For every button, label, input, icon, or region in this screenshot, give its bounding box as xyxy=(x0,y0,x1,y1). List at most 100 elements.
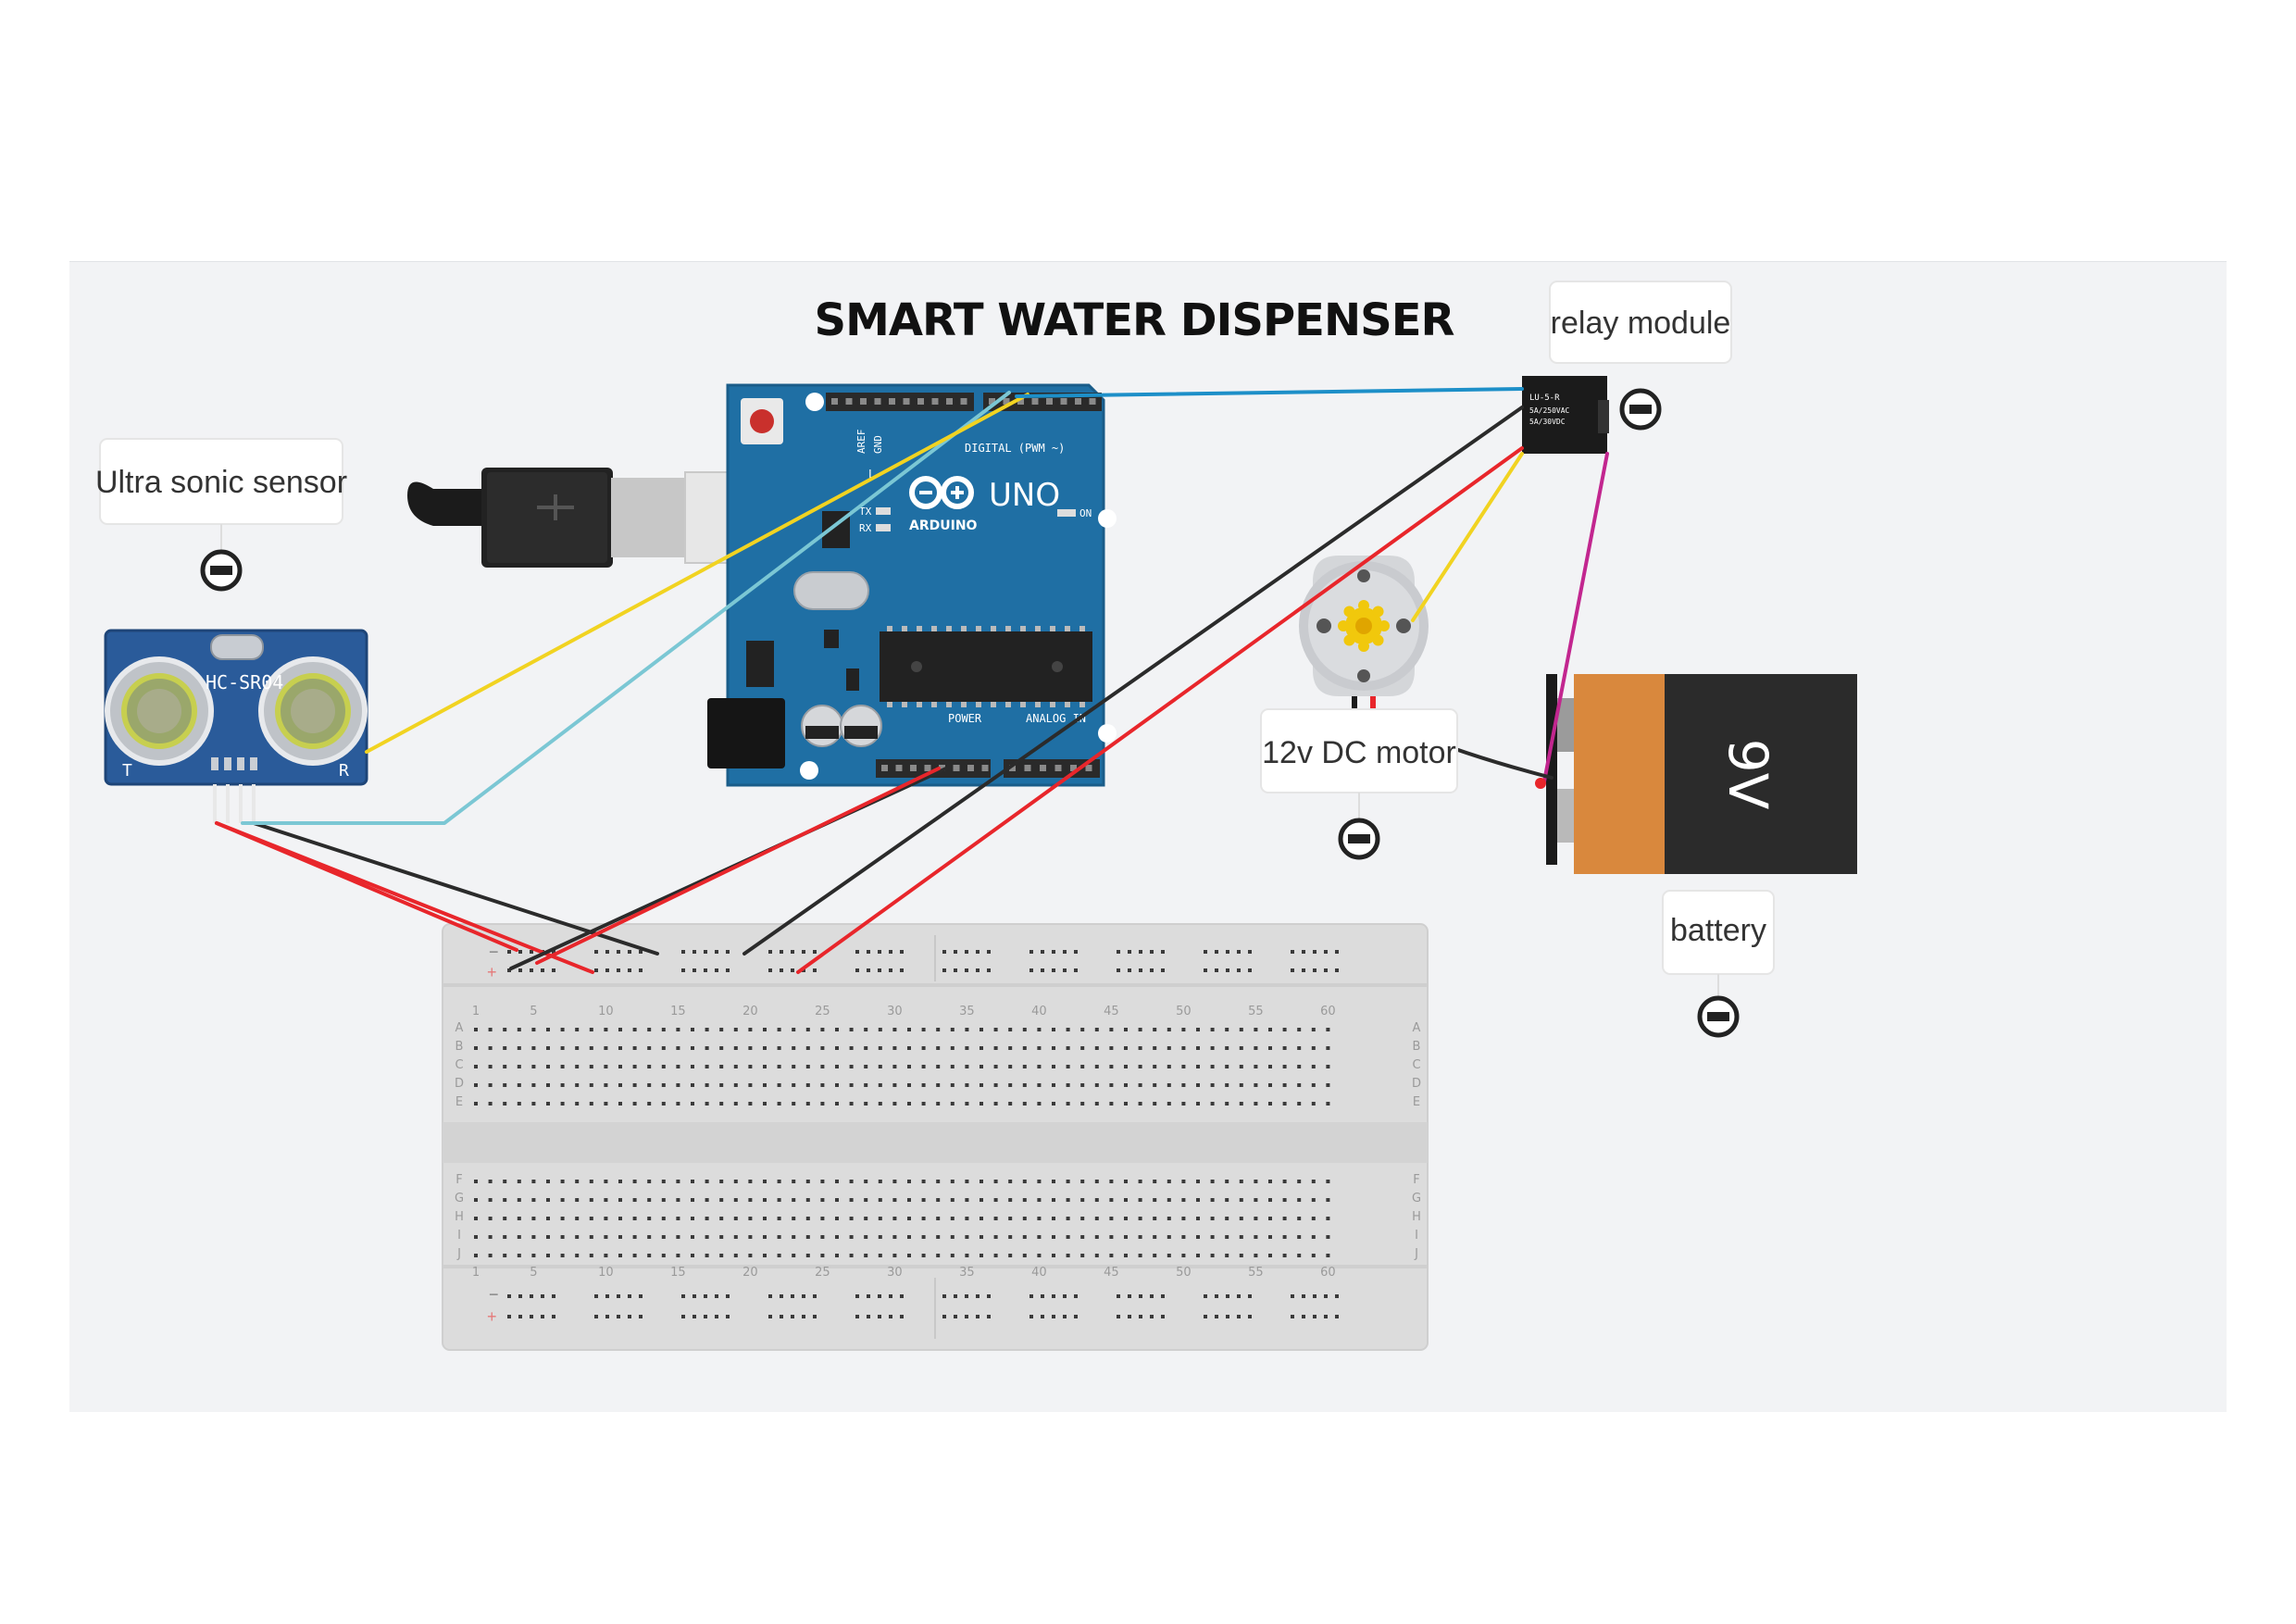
remove-battery-icon[interactable] xyxy=(1697,995,1740,1038)
aref-label: AREF xyxy=(855,430,867,455)
wire-relay-battery-magenta xyxy=(1542,452,1609,783)
rail-minus-label-bottom: − xyxy=(489,1285,499,1304)
rail-minus-label: − xyxy=(489,943,499,961)
bb-row-letter: I xyxy=(1415,1229,1418,1243)
arduino-brand-label: ARDUINO xyxy=(909,518,978,533)
relay-module[interactable]: LU-5-R 5A/250VAC 5A/30VDC xyxy=(1522,376,1609,454)
bb-col-number: 1 xyxy=(472,1266,480,1280)
callout-motor[interactable]: 12v DC motor xyxy=(1260,708,1458,860)
arduino-uno[interactable]: DIGITAL (PWM ~) AREF GND UNO ARDUINO L T… xyxy=(707,383,1117,787)
callout-ultrasonic[interactable]: Ultra sonic sensor xyxy=(95,438,347,592)
bb-row-letter: J xyxy=(1414,1247,1418,1261)
rail-plus-label-bottom: + xyxy=(487,1307,497,1326)
bb-row-letter: G xyxy=(1412,1192,1421,1206)
on-led-label: ON xyxy=(1079,507,1092,519)
callout-relay-label: relay module xyxy=(1551,306,1731,341)
bb-col-number: 5 xyxy=(530,1266,537,1280)
battery-voltage-label: 9V xyxy=(1716,739,1779,810)
bb-col-number: 1 xyxy=(472,1005,480,1018)
bb-col-number: 45 xyxy=(1104,1005,1119,1018)
remove-ultrasonic-icon[interactable] xyxy=(200,549,243,592)
bb-row-letter: E xyxy=(455,1095,463,1109)
bb-col-number: 50 xyxy=(1176,1005,1192,1018)
relay-label-1: LU-5-R xyxy=(1529,394,1560,403)
bb-col-number: 60 xyxy=(1320,1266,1336,1280)
bb-col-number: 60 xyxy=(1320,1005,1336,1018)
bb-row-letter: B xyxy=(1413,1040,1421,1054)
motor-gear-icon xyxy=(1338,600,1390,652)
power-label: POWER xyxy=(948,712,982,725)
bb-row-letter: B xyxy=(455,1040,464,1054)
diagram-title: SMART WATER DISPENSER xyxy=(815,294,1454,346)
wire-relay-bb-black xyxy=(742,406,1524,956)
bb-row-letter: C xyxy=(455,1058,463,1072)
dc-motor[interactable] xyxy=(1299,556,1429,717)
bb-col-number: 10 xyxy=(598,1005,614,1018)
bb-row-letter: D xyxy=(455,1077,464,1091)
breadboard-holes xyxy=(474,950,1339,1318)
bb-col-number: 20 xyxy=(742,1005,758,1018)
sensor-model-label: HC-SR04 xyxy=(206,671,283,693)
bb-row-letter: F xyxy=(455,1173,462,1187)
callout-relay[interactable]: relay module xyxy=(1549,281,1732,431)
bb-row-letter: H xyxy=(455,1210,464,1224)
rx-led-label: RX xyxy=(859,522,872,534)
bb-col-number: 30 xyxy=(887,1005,903,1018)
bb-col-number: 15 xyxy=(670,1005,686,1018)
bb-row-letter: D xyxy=(1412,1077,1421,1091)
bb-row-letter: J xyxy=(456,1247,461,1261)
bb-col-number: 20 xyxy=(742,1266,758,1280)
wire-arduino-relay-blue xyxy=(1015,387,1524,398)
wire-sensor-cyan xyxy=(241,391,1011,825)
callout-motor-label: 12v DC motor xyxy=(1262,735,1456,770)
bb-col-number: 5 xyxy=(530,1005,537,1018)
bb-col-number: 55 xyxy=(1248,1266,1264,1280)
rail-plus-label: + xyxy=(487,963,497,981)
digital-label: DIGITAL (PWM ~) xyxy=(965,442,1065,455)
bb-col-number: 55 xyxy=(1248,1005,1264,1018)
bb-col-number: 40 xyxy=(1031,1005,1047,1018)
battery-9v[interactable]: 9V xyxy=(1546,674,1857,874)
callout-battery-label: battery xyxy=(1670,913,1766,948)
wire-sensor-yellow xyxy=(365,393,1029,754)
relay-label-3: 5A/30VDC xyxy=(1529,418,1566,426)
bb-col-number: 25 xyxy=(815,1005,830,1018)
bb-row-letter: G xyxy=(455,1192,464,1206)
remove-motor-icon[interactable] xyxy=(1338,818,1380,860)
analog-label: ANALOG IN xyxy=(1026,712,1086,725)
bb-col-number: 25 xyxy=(815,1266,830,1280)
bb-col-number: 45 xyxy=(1104,1266,1119,1280)
bb-col-number: 30 xyxy=(887,1266,903,1280)
wire-arduino-5v-bb xyxy=(535,767,941,965)
relay-label-2: 5A/250VAC xyxy=(1529,406,1570,415)
wire-sensor-red-2 xyxy=(215,821,594,974)
bb-row-letter: A xyxy=(455,1021,464,1035)
bb-row-letter: H xyxy=(1412,1210,1421,1224)
sensor-r-mark: R xyxy=(339,761,349,781)
bb-col-number: 10 xyxy=(598,1266,614,1280)
callout-ultrasonic-label: Ultra sonic sensor xyxy=(95,465,347,500)
tx-led-label: TX xyxy=(859,506,872,518)
wire-relay-motor-yellow xyxy=(1411,452,1524,622)
callout-battery[interactable]: battery xyxy=(1662,890,1775,1038)
bb-col-number: 35 xyxy=(959,1266,975,1280)
l-led-label: L xyxy=(868,468,875,481)
bb-col-number: 15 xyxy=(670,1266,686,1280)
bb-row-letter: C xyxy=(1412,1058,1420,1072)
bb-row-letter: I xyxy=(457,1229,461,1243)
bb-col-number: 40 xyxy=(1031,1266,1047,1280)
ultrasonic-sensor[interactable]: HC-SR04 T R xyxy=(104,629,368,823)
wire-relay-bb-red xyxy=(796,446,1524,974)
bb-row-letter: A xyxy=(1413,1021,1421,1035)
bb-row-letter: F xyxy=(1413,1173,1419,1187)
bb-col-number: 50 xyxy=(1176,1266,1192,1280)
arduino-model-label: UNO xyxy=(989,477,1060,514)
bb-row-letter: E xyxy=(1413,1095,1420,1109)
arduino-logo-icon xyxy=(909,476,974,509)
remove-relay-icon[interactable] xyxy=(1619,388,1662,431)
